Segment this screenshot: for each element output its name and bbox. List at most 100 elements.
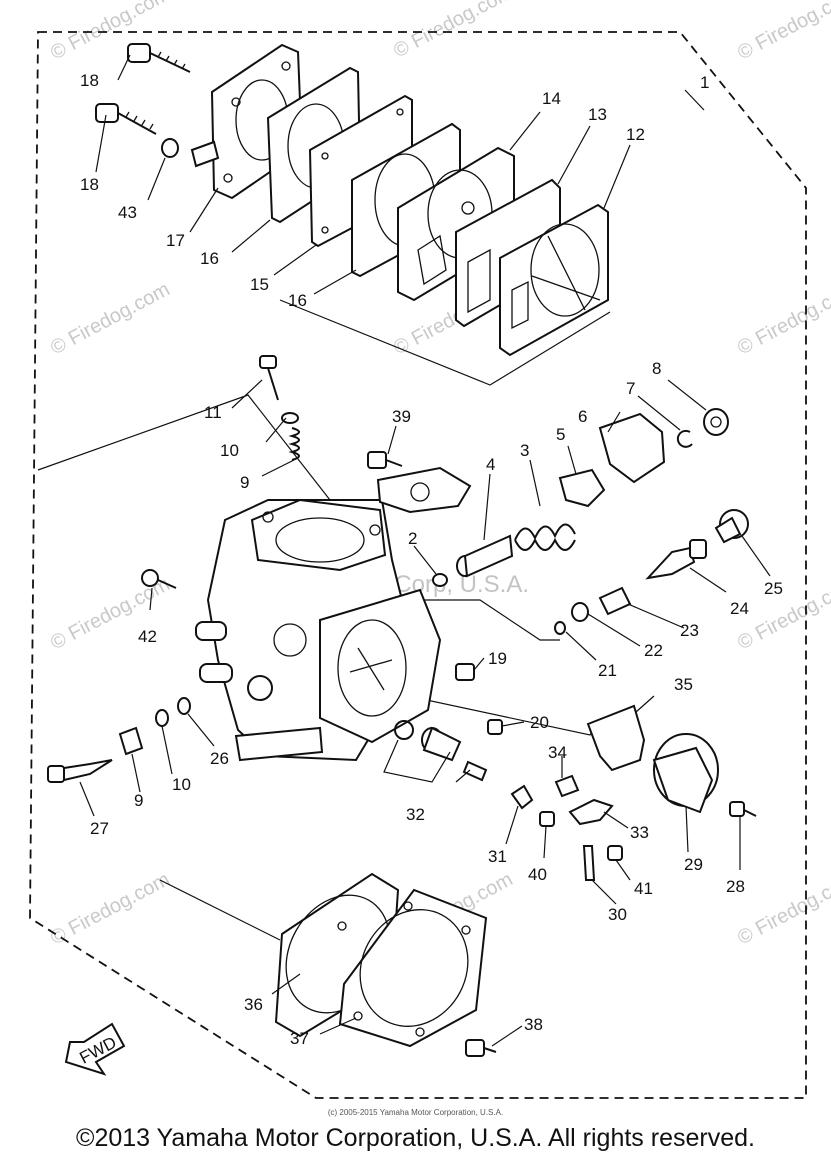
o-ring-10-bottom bbox=[155, 709, 169, 727]
callout-10-bottom: 10 bbox=[172, 775, 191, 794]
callout-18-top: 18 bbox=[80, 71, 99, 90]
cam-plate-6 bbox=[598, 412, 666, 484]
callout-8: 8 bbox=[652, 359, 661, 378]
callout-19: 19 bbox=[488, 649, 507, 668]
o-ring-32 bbox=[394, 720, 414, 740]
bracket-35 bbox=[586, 704, 646, 772]
clip-31 bbox=[510, 784, 534, 810]
callout-31: 31 bbox=[488, 847, 507, 866]
screw-42 bbox=[141, 569, 177, 589]
callout-13: 13 bbox=[588, 105, 607, 124]
washer-2 bbox=[432, 573, 448, 587]
callout-35: 35 bbox=[674, 675, 693, 694]
o-ring-26 bbox=[177, 697, 191, 715]
watermark: © Firedog.com bbox=[47, 868, 173, 949]
callout-26: 26 bbox=[210, 749, 229, 768]
callout-33: 33 bbox=[630, 823, 649, 842]
nut-8 bbox=[703, 408, 729, 436]
o-ring-10-top bbox=[281, 412, 299, 424]
spring-9-bottom bbox=[118, 726, 144, 756]
watermark: © Firedog.com bbox=[390, 0, 516, 62]
screw-39 bbox=[367, 451, 403, 469]
callout-40: 40 bbox=[528, 865, 547, 884]
callout-numbers: 1 18 18 43 17 16 15 16 14 13 12 11 10 9 … bbox=[80, 71, 783, 1048]
callout-36: 36 bbox=[244, 995, 263, 1014]
cap-25 bbox=[714, 509, 749, 544]
callout-7: 7 bbox=[626, 379, 635, 398]
screw-41 bbox=[607, 845, 623, 861]
watermark: © Firedog.com bbox=[734, 278, 831, 359]
callout-22: 22 bbox=[644, 641, 663, 660]
callout-24: 24 bbox=[730, 599, 749, 618]
watermark: © Firedog.com bbox=[734, 0, 831, 64]
callout-29: 29 bbox=[684, 855, 703, 874]
callout-4: 4 bbox=[486, 455, 495, 474]
needle-27 bbox=[47, 759, 113, 783]
callout-14: 14 bbox=[542, 89, 561, 108]
spring-23 bbox=[598, 586, 632, 616]
screw-11 bbox=[259, 355, 279, 401]
lever-5 bbox=[558, 468, 606, 508]
screw-18-bottom bbox=[95, 103, 157, 135]
washer-43 bbox=[161, 138, 179, 158]
lever-33 bbox=[568, 798, 614, 826]
spring-34 bbox=[554, 774, 580, 798]
pin-30 bbox=[582, 845, 596, 881]
callout-10-top: 10 bbox=[220, 441, 239, 460]
callout-20: 20 bbox=[530, 713, 549, 732]
leader-lines bbox=[79, 54, 771, 1047]
callout-30: 30 bbox=[608, 905, 627, 924]
callout-6: 6 bbox=[578, 407, 587, 426]
screw-20 bbox=[487, 719, 503, 735]
carburetor-body bbox=[195, 466, 472, 762]
screw-40 bbox=[539, 811, 555, 827]
callout-1: 1 bbox=[700, 73, 709, 92]
callout-5: 5 bbox=[556, 425, 565, 444]
callout-16-top: 16 bbox=[200, 249, 219, 268]
assembly-boundary bbox=[29, 31, 807, 1099]
callout-9-bottom: 9 bbox=[134, 791, 143, 810]
callout-34: 34 bbox=[548, 743, 567, 762]
callout-12: 12 bbox=[626, 125, 645, 144]
small-copyright: (c) 2005-2015 Yamaha Motor Corporation, … bbox=[327, 1108, 504, 1117]
callout-2: 2 bbox=[408, 529, 417, 548]
callout-43: 43 bbox=[118, 203, 137, 222]
callout-27: 27 bbox=[90, 819, 109, 838]
callout-21: 21 bbox=[598, 661, 617, 680]
callout-9-top: 9 bbox=[240, 473, 249, 492]
watermark: © Firedog.com bbox=[734, 868, 831, 949]
callout-32: 32 bbox=[406, 805, 425, 824]
watermark: © Firedog.com bbox=[47, 278, 173, 359]
callout-18-bottom: 18 bbox=[80, 175, 99, 194]
callout-38: 38 bbox=[524, 1015, 543, 1034]
callout-41: 41 bbox=[634, 879, 653, 898]
callout-15: 15 bbox=[250, 275, 269, 294]
jet-32 bbox=[421, 726, 488, 782]
callout-42: 42 bbox=[138, 627, 157, 646]
screw-18-top bbox=[127, 43, 191, 73]
screw-38 bbox=[465, 1039, 497, 1057]
washer-22 bbox=[571, 602, 589, 622]
o-ring-21 bbox=[554, 621, 566, 635]
cover-37 bbox=[338, 888, 488, 1048]
spring-9-top bbox=[288, 427, 300, 461]
pin-4 bbox=[456, 534, 514, 578]
callout-16-bottom: 16 bbox=[288, 291, 307, 310]
callout-39: 39 bbox=[392, 407, 411, 426]
e-clip-7 bbox=[676, 429, 693, 448]
copyright-notice: ©2013 Yamaha Motor Corporation, U.S.A. A… bbox=[76, 1124, 755, 1152]
callout-11: 11 bbox=[204, 403, 222, 422]
screw-19 bbox=[455, 663, 475, 681]
callout-17: 17 bbox=[166, 231, 185, 250]
plate-12 bbox=[499, 203, 609, 357]
cam-29 bbox=[652, 733, 719, 814]
callout-3: 3 bbox=[520, 441, 529, 460]
spring-3 bbox=[514, 523, 576, 551]
callout-25: 25 bbox=[764, 579, 783, 598]
callout-28: 28 bbox=[726, 877, 745, 896]
fwd-arrow: FWD bbox=[64, 1022, 126, 1076]
needle-24 bbox=[645, 539, 707, 580]
callout-37: 37 bbox=[290, 1029, 309, 1048]
callout-23: 23 bbox=[680, 621, 699, 640]
